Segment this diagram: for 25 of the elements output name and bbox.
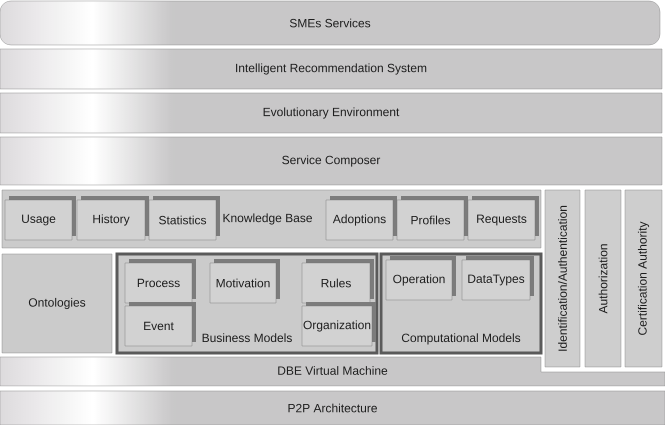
block: Ontologies — [2, 254, 112, 354]
vertical-bar: Identification/Authentication — [544, 190, 580, 368]
component-box: Rules — [302, 258, 374, 304]
vertical-bar: Certification Authority — [624, 190, 662, 368]
component-box: Adoptions — [326, 196, 397, 240]
component-box: Operation — [386, 256, 456, 300]
component-box: Usage — [4, 196, 76, 240]
node-label: Rules — [322, 278, 351, 288]
layer-bar: Service Composer — [0, 136, 662, 186]
component-box: Motivation — [210, 258, 280, 304]
component-box: Statistics — [148, 196, 220, 240]
component-box: DataTypes — [462, 256, 534, 300]
component-box: Event — [124, 302, 196, 346]
layer-bar: SMEs Services — [0, 0, 660, 46]
component-box: Process — [124, 258, 196, 304]
layer-bar: DBE Virtual Machine — [0, 356, 665, 386]
layer-bar: P2P Architecture — [0, 390, 665, 425]
vertical-bar: Authorization — [584, 190, 622, 368]
component-box: Requests — [468, 196, 539, 240]
layer-bar: Intelligent Recommendation System — [0, 48, 662, 90]
layer-bar: Evolutionary Environment — [0, 92, 662, 134]
component-box: History — [76, 196, 149, 240]
component-box: Organization — [302, 302, 376, 346]
component-box: Profiles — [396, 196, 468, 240]
node-label: Process — [138, 278, 180, 288]
